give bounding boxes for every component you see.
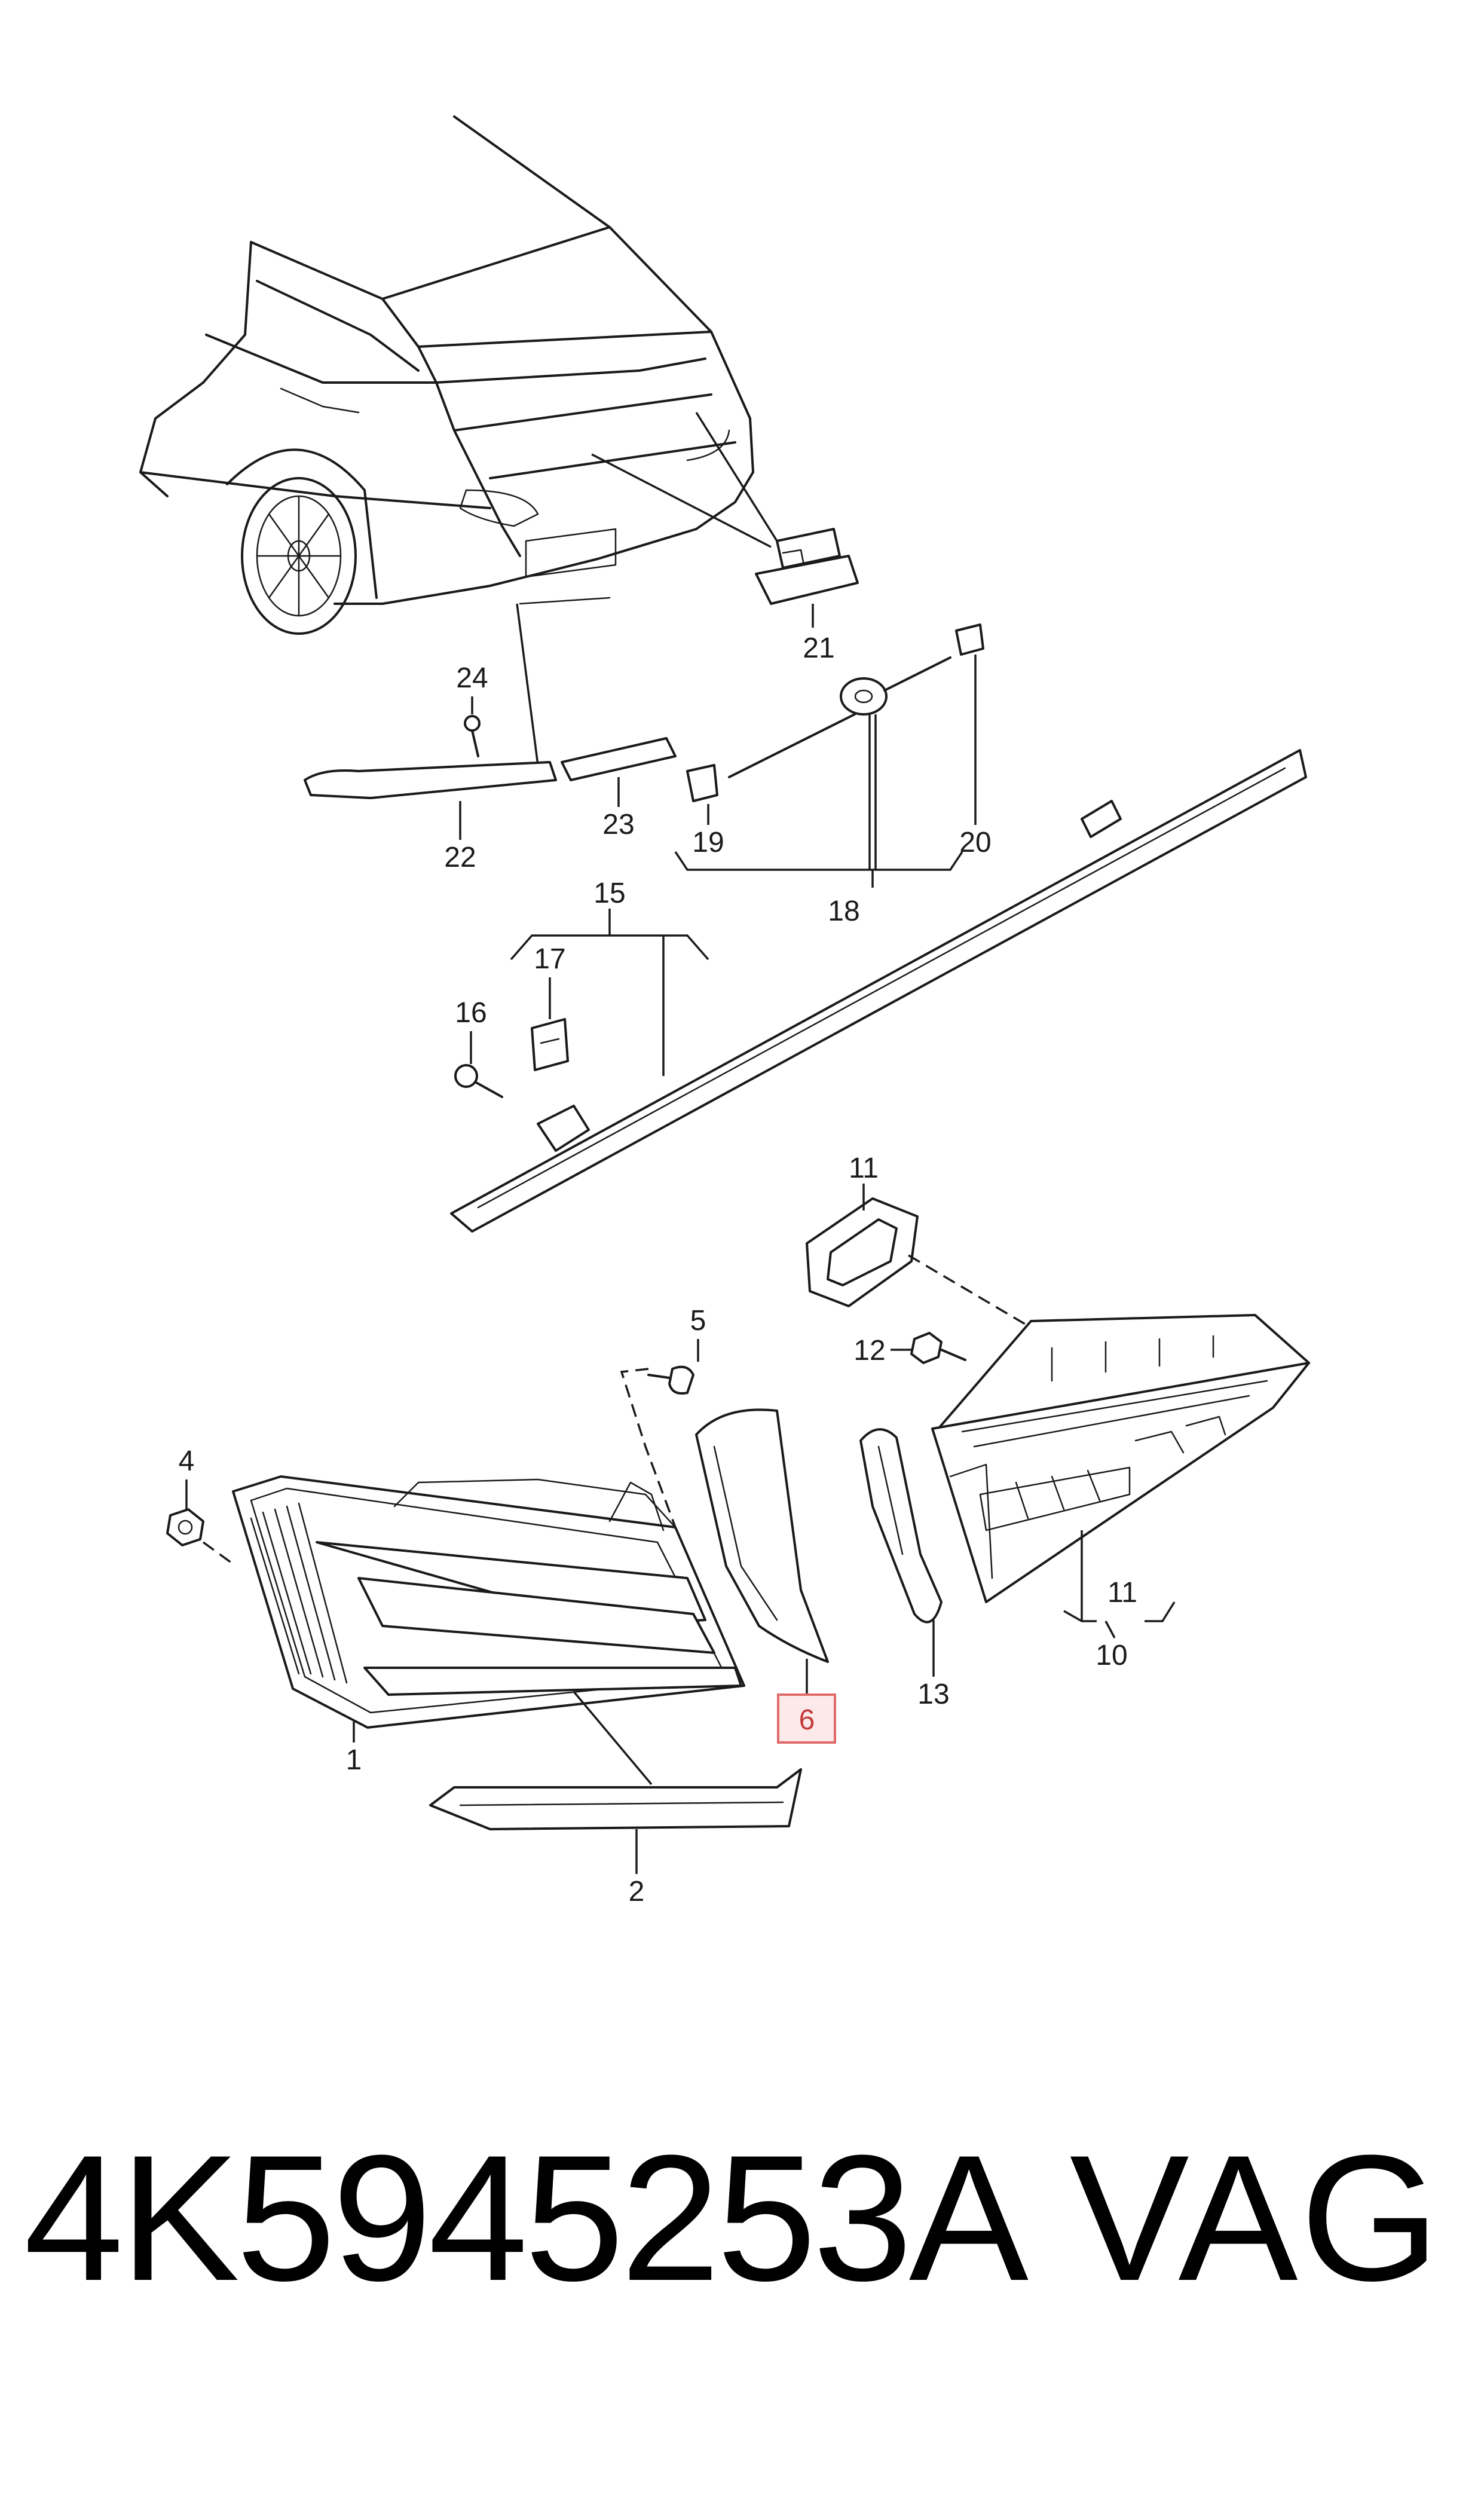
footer: 4K5945253A VAG — [0, 2128, 1484, 2307]
callout-6-highlight — [777, 1693, 836, 1744]
brand-label: VAG — [1069, 2117, 1442, 2318]
callout-6: 6 — [799, 1704, 815, 1736]
screw-24 — [464, 715, 481, 757]
callout-10: 10 — [1096, 1640, 1127, 1671]
callout-24: 24 — [456, 662, 488, 694]
callout-23: 23 — [602, 809, 634, 840]
screw-5 — [647, 1365, 694, 1395]
part-number: 4K5945253A — [24, 2117, 1029, 2318]
screw-16 — [454, 1064, 503, 1098]
callout-2: 2 — [629, 1876, 645, 1907]
callout-13: 13 — [917, 1679, 949, 1710]
callout-18: 18 — [828, 895, 859, 927]
car-illustration — [139, 115, 778, 766]
outer-tail-light-1 — [232, 1475, 745, 1729]
nut-12 — [910, 1332, 966, 1364]
seal-11 — [806, 1197, 919, 1307]
callout-11-seal: 11 — [849, 1152, 879, 1184]
trim-strip-15 — [450, 749, 1307, 1233]
bracket-13 — [859, 1428, 943, 1624]
callout-1: 1 — [346, 1744, 362, 1776]
callout-15: 15 — [593, 878, 625, 909]
callout-11-bracket: 11 — [1107, 1577, 1137, 1609]
trim-strip-23 — [561, 737, 677, 781]
callout-5: 5 — [690, 1305, 706, 1337]
trim-strip-22 — [304, 761, 557, 799]
license-plate-light — [755, 528, 859, 605]
callout-16: 16 — [455, 997, 486, 1029]
callout-17: 17 — [534, 943, 565, 975]
callout-12: 12 — [853, 1335, 885, 1366]
clip-17 — [531, 1018, 569, 1071]
callout-20: 20 — [959, 827, 991, 858]
seal-6 — [695, 1408, 829, 1663]
callout-19: 19 — [692, 827, 724, 858]
callout-22: 22 — [444, 842, 476, 873]
inner-tail-light-10 — [931, 1314, 1310, 1603]
wiring-harness — [686, 623, 984, 802]
nut-4 — [166, 1508, 204, 1546]
callout-21: 21 — [803, 632, 834, 664]
trim-strip-2 — [429, 1768, 802, 1830]
callout-4: 4 — [179, 1445, 195, 1477]
